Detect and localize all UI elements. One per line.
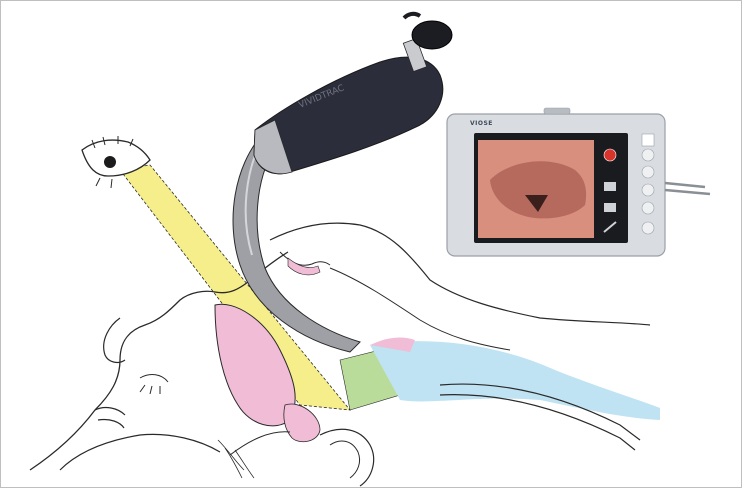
handle-connector-head — [412, 21, 452, 49]
ear-outline — [320, 429, 374, 486]
video-icon — [604, 203, 616, 212]
ear-inner — [330, 441, 360, 478]
monitor-button-5 — [642, 222, 654, 234]
monitor-brand: VIOSE — [470, 120, 493, 127]
chin — [60, 434, 220, 470]
monitor-top-button — [544, 108, 570, 114]
tongue-lower — [284, 404, 320, 442]
monitor-button-4 — [642, 202, 654, 214]
hair — [218, 440, 254, 478]
lips — [95, 408, 125, 428]
nose — [104, 318, 125, 362]
monitor-cable — [665, 183, 710, 194]
pharynx-back — [330, 268, 510, 350]
neck-front — [230, 432, 290, 455]
trachea — [370, 341, 660, 420]
observer-pupil — [104, 156, 116, 168]
closed-eye — [140, 375, 168, 394]
monitor-menu-icon — [642, 134, 654, 146]
camera-icon — [604, 182, 616, 191]
uvula — [280, 252, 330, 265]
uvula-pink — [288, 258, 320, 275]
monitor-button-3 — [642, 184, 654, 196]
record-icon — [604, 149, 616, 161]
monitor-button-1 — [642, 149, 654, 161]
monitor-button-2 — [642, 166, 654, 178]
tongue — [215, 304, 295, 426]
eye-lower-lashes — [96, 178, 112, 188]
handle-cable — [404, 14, 420, 18]
